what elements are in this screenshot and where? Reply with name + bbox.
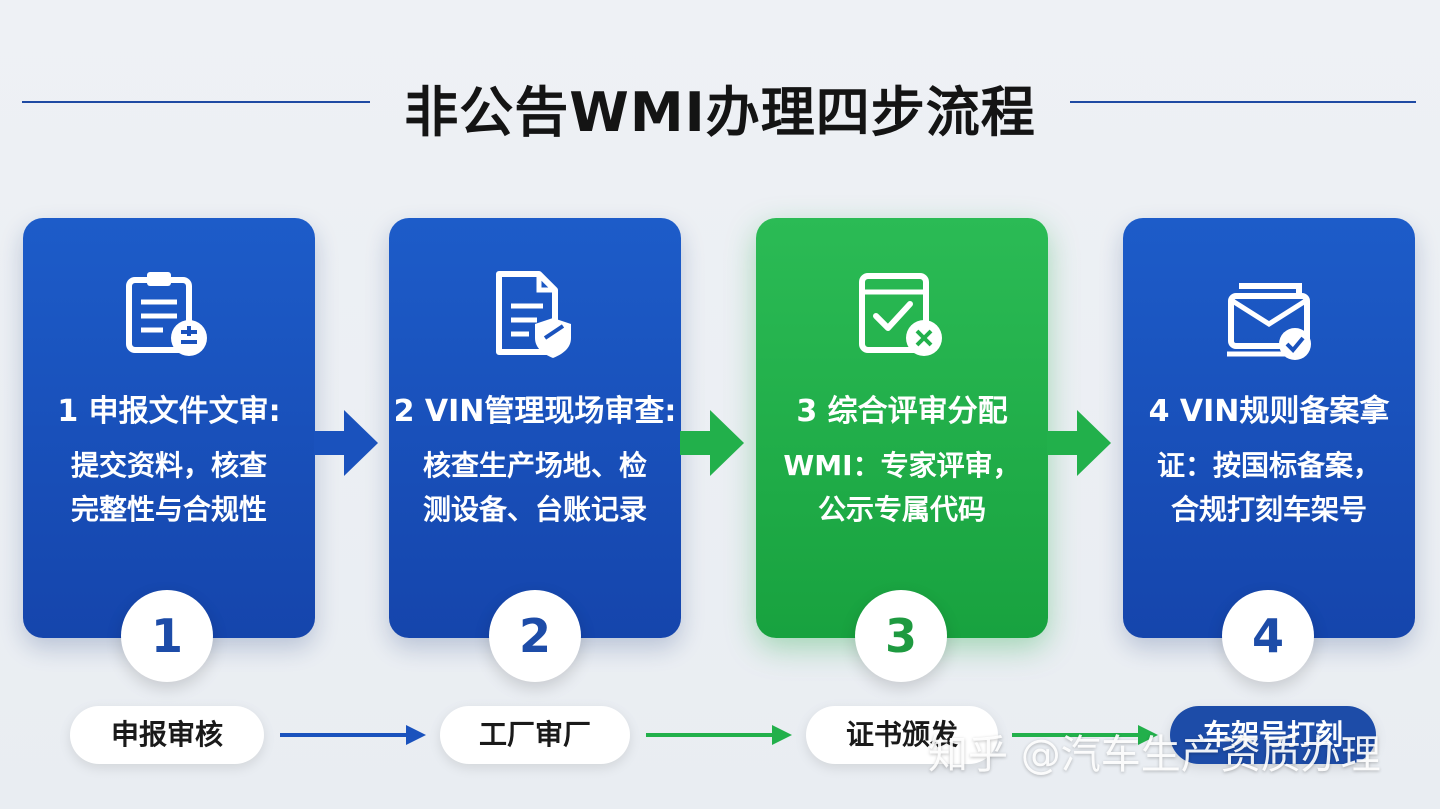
step-card-4: 4 VIN规则备案拿 证：按国标备案， 合规打刻车架号 — [1123, 218, 1415, 638]
step-desc-2-line2: 测设备、台账记录 — [422, 493, 647, 526]
title-line-right — [1070, 101, 1416, 103]
step-desc-4: 证：按国标备案， 合规打刻车架号 — [1143, 444, 1395, 532]
step-card-3: 3 综合评审分配 WMI：专家评审， 公示专属代码 — [756, 218, 1048, 638]
page-title: 非公告WMI办理四步流程 — [404, 81, 1036, 144]
step-card-1: 1 申报文件文审: 提交资料，核查 完整性与合规性 — [23, 218, 315, 638]
arrow-right-icon — [314, 410, 378, 476]
step-title-4: 4 VIN规则备案拿 — [1148, 394, 1390, 429]
flow-pill-4: 车架号打刻 — [1170, 706, 1376, 764]
step-desc-2: 核查生产场地、检 测设备、台账记录 — [409, 444, 661, 532]
step-desc-4-line1: 证：按国标备案， — [1156, 449, 1381, 482]
step-title-1: 1 申报文件文审: — [57, 394, 281, 429]
document-shield-icon — [496, 271, 571, 358]
checklist-cancel-icon — [859, 273, 942, 356]
arrow-right-icon — [680, 410, 744, 476]
watermark: 知乎 @汽车生产资质办理 — [928, 732, 1381, 778]
flow-arrow-icon — [280, 725, 426, 745]
step-title-2: 2 VIN管理现场审查: — [393, 394, 677, 429]
step-desc-1: 提交资料，核查 完整性与合规性 — [43, 444, 295, 532]
step-desc-3-line2: 公示专属代码 — [817, 493, 986, 526]
envelope-check-icon — [1227, 283, 1311, 360]
step-desc-4-line2: 合规打刻车架号 — [1170, 493, 1367, 526]
flow-pill-1: 申报审核 — [70, 706, 264, 764]
step-desc-1-line2: 完整性与合规性 — [70, 493, 267, 526]
step-desc-3: WMI：专家评审， 公示专属代码 — [776, 444, 1028, 532]
step-desc-3-line1: WMI：专家评审， — [783, 449, 1021, 482]
flow-pill-2: 工厂审厂 — [440, 706, 630, 764]
arrow-right-icon — [1047, 410, 1111, 476]
flow-pill-3: 证书颁发 — [806, 706, 998, 764]
flow-arrow-icon — [646, 725, 792, 745]
clipboard-plus-minus-icon — [126, 272, 207, 356]
step-number-4: 4 — [1222, 590, 1314, 682]
title-line-left — [22, 101, 370, 103]
step-desc-1-line1: 提交资料，核查 — [70, 449, 267, 482]
step-number-2: 2 — [489, 590, 581, 682]
flow-arrow-icon — [1012, 725, 1158, 745]
step-card-2: 2 VIN管理现场审查: 核查生产场地、检 测设备、台账记录 — [389, 218, 681, 638]
step-number-3: 3 — [855, 590, 947, 682]
step-number-1: 1 — [121, 590, 213, 682]
step-desc-2-line1: 核查生产场地、检 — [422, 449, 647, 482]
step-title-3: 3 综合评审分配 — [796, 394, 1008, 429]
